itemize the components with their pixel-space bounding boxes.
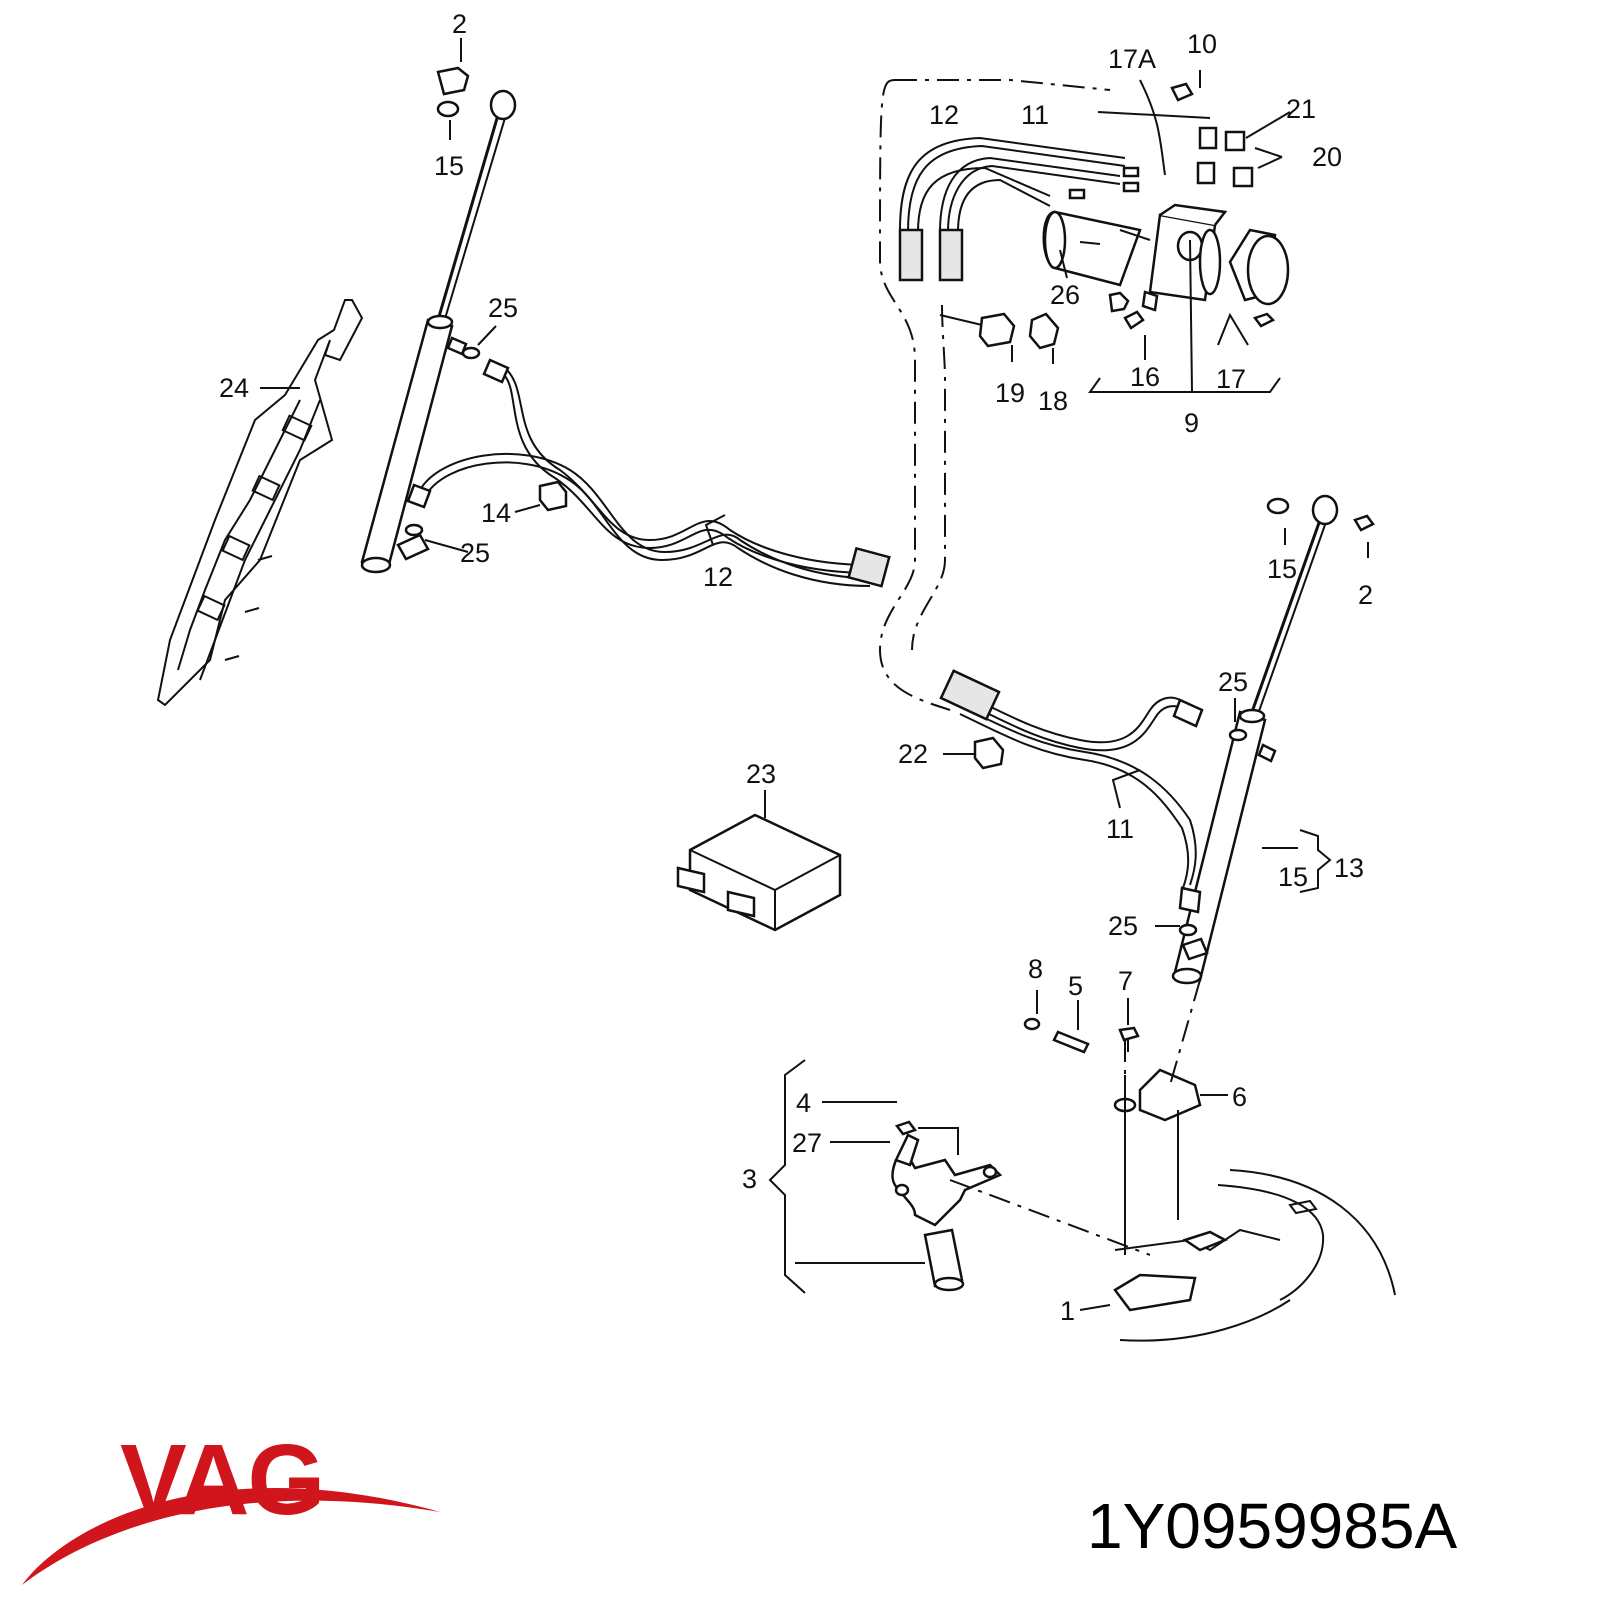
callout-23: 23 <box>746 759 776 789</box>
release-lever-3 <box>891 1120 1003 1292</box>
hose-12-lower <box>404 346 891 588</box>
callout-10: 10 <box>1187 29 1217 59</box>
callout-25-d: 25 <box>1108 911 1138 941</box>
callout-4: 4 <box>796 1088 811 1118</box>
callout-15-mid: 15 <box>1278 862 1308 892</box>
callout-14: 14 <box>481 498 511 528</box>
callout-17a: 17A <box>1108 44 1156 74</box>
callout-20: 20 <box>1312 142 1342 172</box>
logo-text: VAG <box>120 1424 323 1536</box>
callout-15-top: 15 <box>434 151 464 181</box>
hydraulic-pump-9 <box>1042 203 1290 330</box>
callout-25-a: 25 <box>488 293 518 323</box>
routing-outline <box>878 79 951 711</box>
callout-13: 13 <box>1334 853 1364 883</box>
part-number: 1Y0959985A <box>1087 1490 1457 1562</box>
callout-7: 7 <box>1118 966 1133 996</box>
callout-11-top: 11 <box>1021 100 1049 130</box>
callout-12-top: 12 <box>929 100 959 130</box>
callout-8: 8 <box>1028 954 1043 984</box>
leader-lines <box>260 38 1369 1311</box>
callout-18: 18 <box>1038 386 1068 416</box>
callout-21: 21 <box>1286 94 1316 124</box>
connectors-18-19 <box>939 312 1060 350</box>
callout-17: 17 <box>1216 364 1246 394</box>
callout-19: 19 <box>995 378 1025 408</box>
callout-5: 5 <box>1068 971 1083 1001</box>
callout-22: 22 <box>898 739 928 769</box>
left-ball-stud <box>436 66 470 118</box>
callout-1: 1 <box>1060 1296 1075 1326</box>
callout-27: 27 <box>792 1128 822 1158</box>
left-gas-strut <box>360 89 517 574</box>
callout-25-b: 25 <box>460 538 490 568</box>
logo-swoosh <box>22 1487 440 1585</box>
callout-24: 24 <box>219 373 249 403</box>
lock-1 <box>1113 1169 1396 1342</box>
control-module-23 <box>676 813 842 932</box>
callout-15-right: 15 <box>1267 554 1297 584</box>
hose-11-lower <box>939 669 1248 937</box>
vag-logo: VAG <box>22 1424 440 1585</box>
callout-26: 26 <box>1050 280 1080 310</box>
callout-3: 3 <box>742 1164 757 1194</box>
callout-25-c: 25 <box>1218 667 1248 697</box>
callout-2-top: 2 <box>452 9 467 39</box>
callout-6: 6 <box>1232 1082 1247 1112</box>
callout-2-right: 2 <box>1358 580 1373 610</box>
hose-bundle-upper <box>898 111 1211 282</box>
callout-16: 16 <box>1130 362 1160 392</box>
callout-12-bottom: 12 <box>703 562 733 592</box>
lower-hardware <box>1023 1017 1202 1255</box>
bracket-24 <box>156 299 364 707</box>
callout-11-bottom: 11 <box>1106 814 1134 844</box>
relay-parts <box>1068 82 1254 200</box>
callout-9: 9 <box>1184 408 1199 438</box>
